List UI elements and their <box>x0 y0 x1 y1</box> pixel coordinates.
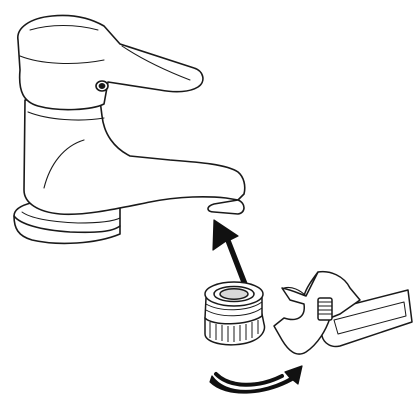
wrench-worm-screw <box>318 298 332 320</box>
lever-pivot-screw <box>96 81 108 91</box>
install-arrow <box>213 220 248 288</box>
aerator <box>205 282 264 345</box>
adjustable-wrench <box>274 272 412 354</box>
faucet-lever <box>18 15 203 109</box>
aerator-screen <box>220 289 248 299</box>
faucet-body <box>24 100 245 214</box>
faucet <box>14 15 245 243</box>
rotation-arrow <box>210 366 302 393</box>
